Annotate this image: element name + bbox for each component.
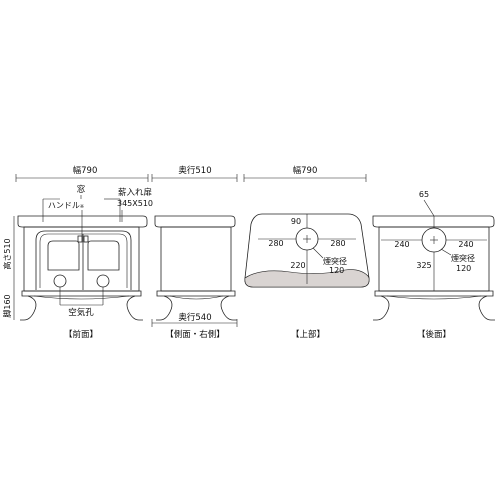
top-view: 幅790 90 280 280 220 煙突径 120 【上部】 (243, 165, 370, 340)
front-base (21, 290, 142, 297)
top-flue-label: 煙突径 (323, 256, 347, 266)
front-window-label: 窓 (77, 184, 86, 195)
back-dim-height: 325 (416, 261, 431, 270)
front-leg-label: 脚160 (2, 294, 12, 317)
front-left-window (47, 240, 80, 271)
back-leg-right (478, 295, 495, 321)
top-caption: 【上部】 (291, 329, 325, 340)
front-handle-label: ハンドル※ (48, 201, 84, 210)
top-dim-right: 280 (330, 239, 345, 248)
top-dim-back: 220 (290, 261, 305, 270)
back-dim-right: 240 (458, 240, 473, 249)
side-base (156, 290, 236, 297)
back-leg-left (373, 295, 390, 321)
front-apron (33, 295, 130, 300)
front-air-hole-left (53, 274, 67, 288)
front-leg-left (20, 295, 37, 321)
back-flue-leader (440, 248, 452, 256)
front-door-inner-frame (39, 233, 128, 288)
side-caption: 【側面・右側】 (165, 329, 225, 340)
side-bottom-depth-label: 奥行540 (178, 312, 211, 323)
front-fuel-door-size: 345X510 (117, 199, 153, 208)
back-flue-value: 120 (456, 264, 471, 273)
top-flue-value: 120 (329, 266, 344, 275)
top-width-label: 幅790 (293, 165, 318, 176)
front-air-hole-right (96, 274, 110, 288)
side-leg-left (156, 295, 173, 321)
front-air-hole-label: 空気孔 (68, 307, 94, 318)
top-dim-left: 280 (268, 239, 283, 248)
back-top-plate (372, 215, 495, 228)
top-dim-front: 90 (291, 217, 301, 226)
front-width-label: 幅790 (73, 165, 98, 176)
back-dim-left: 240 (394, 240, 409, 249)
front-fuel-door-label: 薪入れ扉 (118, 187, 152, 198)
back-base (374, 290, 494, 297)
back-apron (386, 295, 482, 300)
side-top-depth-label: 奥行510 (178, 165, 211, 176)
side-top-plate (154, 215, 236, 228)
front-leg-right (126, 295, 143, 321)
side-view: 奥行510 奥行540 【側面・右側】 (151, 165, 238, 340)
back-dim-top-leader (423, 199, 435, 217)
front-right-window (87, 240, 120, 271)
back-view: 65 240 240 325 煙突径 120 【後面】 (372, 190, 495, 340)
top-flue-leader (312, 247, 324, 259)
side-apron (169, 295, 224, 300)
front-handle-left (77, 235, 83, 243)
front-handle-right (83, 235, 89, 243)
front-view: 幅790 高さ510 脚160 窓 (2, 165, 153, 340)
side-leg-right (220, 295, 237, 321)
front-top-plate (17, 215, 148, 228)
side-body (160, 226, 232, 292)
front-caption: 【前面】 (64, 329, 98, 340)
back-dim-top: 65 (419, 190, 429, 199)
back-flue-label: 煙突径 (451, 253, 475, 263)
front-height-label: 高さ510 (2, 238, 12, 269)
front-door-frame (35, 230, 132, 290)
back-caption: 【後面】 (417, 329, 451, 340)
